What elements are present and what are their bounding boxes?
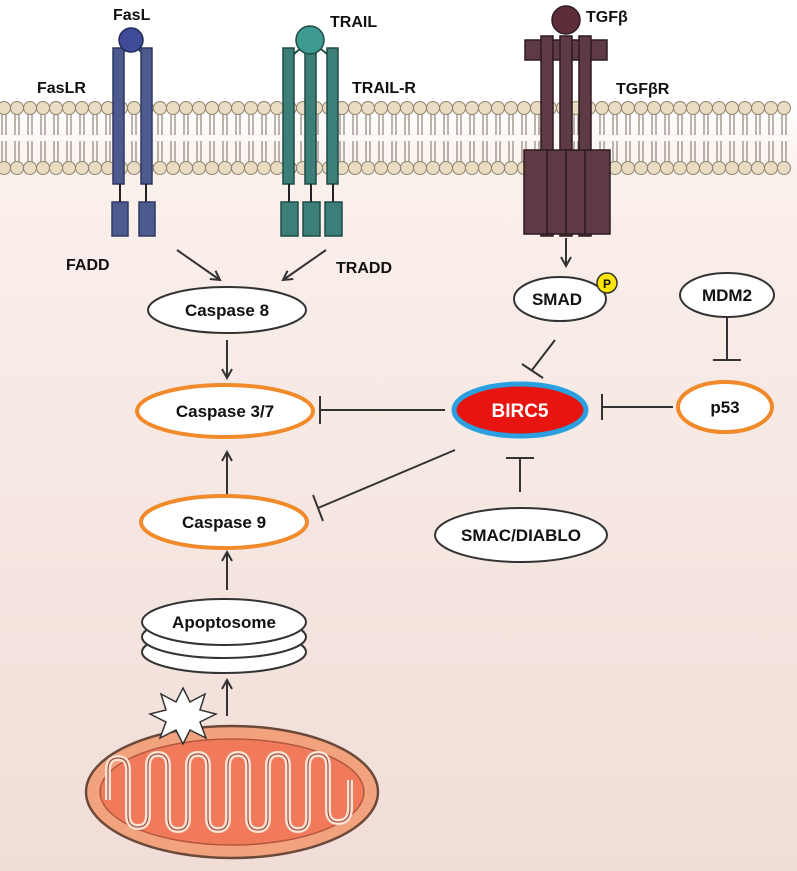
mitochondrion [84,686,380,860]
tgfb-ligand [551,5,581,35]
caspase8-node: Caspase 8 [147,286,307,334]
fadd-to-caspase8-arrow [176,249,220,280]
mdm2-node: MDM2 [679,272,775,318]
phosphate-label: P [603,277,611,291]
p53-label: p53 [710,398,739,417]
inhibition-lines [312,318,741,522]
fadd-domain [111,201,129,237]
p53-node: p53 [676,380,774,434]
birc5-label: BIRC5 [491,401,548,422]
smac-diablo-node: SMAC/DIABLO [434,507,608,563]
tgfbr-receptor [523,5,611,237]
tgfb-label: TGFβ [586,9,628,26]
trail-r-label: TRAIL-R [352,80,416,97]
cytochrome-release-burst [147,686,219,746]
caspase9-label: Caspase 9 [182,513,266,532]
smad-label: SMAD [532,290,582,309]
fasl-ligand [118,27,144,53]
tradd-to-caspase8-arrow [283,249,327,280]
trail-label: TRAIL [330,14,377,31]
faslr-receptor [111,27,156,237]
mdm2-label: MDM2 [702,286,752,305]
caspase9-node: Caspase 9 [139,494,309,550]
smad-node: SMAD P [513,272,618,322]
caspase37-node: Caspase 3/7 [135,383,315,439]
trail-ligand [295,25,325,55]
apoptosome-label: Apoptosome [172,613,276,632]
tradd-label: TRADD [336,260,392,277]
birc5-node: BIRC5 [451,381,589,439]
smad-inhibits-birc5 [531,339,556,371]
faslr-label: FasLR [37,80,86,97]
tradd-domain [280,201,299,237]
birc5-inhibits-caspase9 [317,449,456,509]
caspase8-label: Caspase 8 [185,301,269,320]
phosphate-badge [596,272,618,294]
fasl-label: FasL [113,7,151,24]
trail-r-receptor [280,25,343,237]
tgfbr-label: TGFβR [616,81,670,98]
fadd-label: FADD [66,257,110,274]
caspase37-label: Caspase 3/7 [176,402,274,421]
activation-arrows [176,238,566,716]
smac-diablo-label: SMAC/DIABLO [461,526,581,545]
apoptosome-node: Apoptosome [141,598,307,674]
